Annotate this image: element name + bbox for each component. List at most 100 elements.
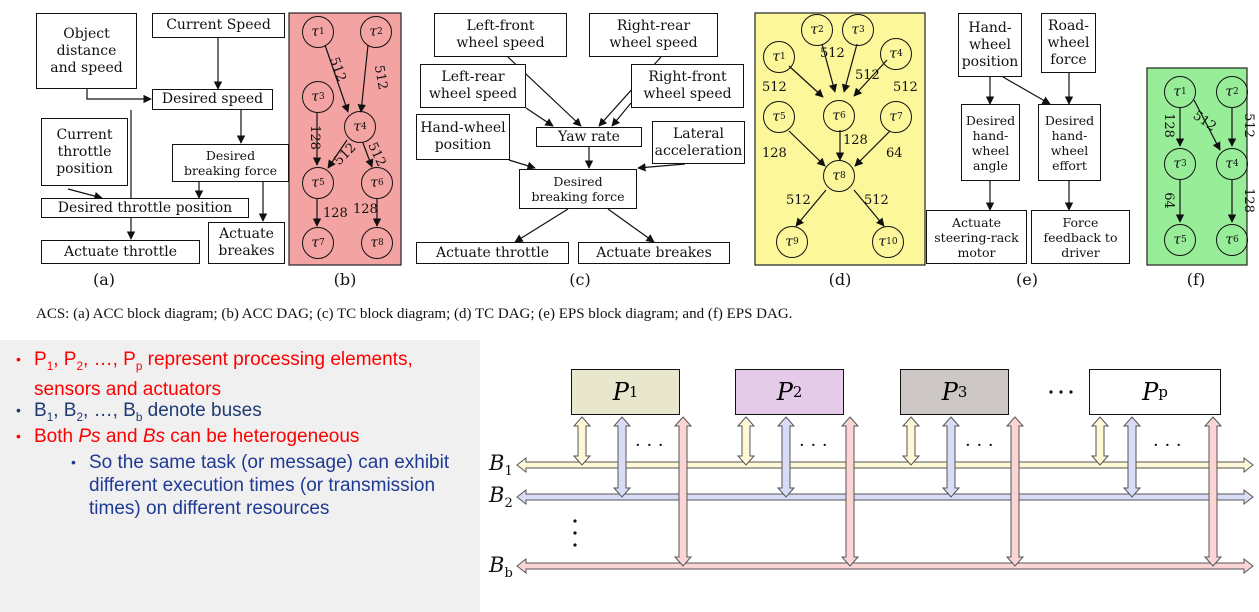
acc-desired-throttle-block: Desired throttle position <box>41 198 249 218</box>
tc-dag-weight: 512 <box>893 80 918 95</box>
tc-dag-weight: 128 <box>762 146 787 161</box>
connector-dots: · · · <box>965 435 994 456</box>
eps-feedback-block: Force feedback to driver <box>1031 210 1130 264</box>
acc-actuate-throttle-block: Actuate throttle <box>41 240 200 264</box>
tc-dag-weight: 512 <box>762 80 787 95</box>
bus-connector-arrow <box>1203 416 1223 567</box>
eps-angle-block: Desired hand- wheel angle <box>961 104 1020 181</box>
panel-label-a: (a) <box>92 270 116 289</box>
tc-dag-weight: 512 <box>820 46 845 61</box>
bus-connector-arrow <box>612 416 632 498</box>
figure-caption: ACS: (a) ACC block diagram; (b) ACC DAG;… <box>36 306 793 322</box>
bus-connector-arrow <box>1122 416 1142 498</box>
acc-dag-weight: 128 <box>323 206 348 221</box>
bullet-heterogeneous: •Both Ps and Bs can be heterogeneous <box>16 426 360 447</box>
eps-handwheel-block: Hand- wheel position <box>958 13 1022 77</box>
eps-dag-weight: 64 <box>1160 192 1176 209</box>
acc-throttle-position-block: Current throttle position <box>41 118 128 186</box>
tc-right-front-block: Right-front wheel speed <box>631 64 744 108</box>
acc-dag-panel <box>288 12 402 266</box>
bullet-het-end: can be heterogeneous <box>165 426 360 447</box>
eps-effort-block: Desired hand- wheel effort <box>1038 104 1101 181</box>
acc-desired-speed-block: Desired speed <box>152 89 273 110</box>
bus-connector-arrow <box>1005 416 1025 567</box>
bus-label-b1: B1 <box>489 451 513 480</box>
acc-object-block: Object distance and speed <box>36 13 137 89</box>
panel-label-d: (d) <box>828 270 852 289</box>
connector-dots: · · · <box>1153 435 1182 456</box>
acc-actuate-brakes-block: Actuate breakes <box>208 222 285 264</box>
eps-road-block: Road- wheel force <box>1041 13 1096 73</box>
bullet-processors-text: represent processing elements, sensors a… <box>34 349 413 400</box>
bus-connector-arrow <box>1090 416 1110 466</box>
tc-dag-edges <box>788 43 891 227</box>
bullet-buses-text: denote buses <box>142 400 262 421</box>
bus-connector-arrow <box>901 416 921 466</box>
tc-left-front-block: Left-front wheel speed <box>434 13 567 57</box>
bus-connector-arrow <box>736 416 756 466</box>
panel-label-c: (c) <box>569 270 591 289</box>
acc-current-speed-block: Current Speed <box>152 13 285 38</box>
acc-dag-weight: 128 <box>353 202 378 217</box>
bus-connector-arrow <box>673 416 693 567</box>
bus-connector-arrow <box>572 416 592 466</box>
acc-desired-brake-block: Desired breaking force <box>172 144 289 182</box>
bullet-het-bs: Bs <box>142 426 166 447</box>
bus-connector-arrow <box>776 416 796 498</box>
panel-label-e: (e) <box>1016 270 1038 289</box>
eps-arrows <box>985 73 1074 211</box>
eps-dag-weight: 128 <box>1160 113 1176 138</box>
tc-yaw-block: Yaw rate <box>536 127 642 147</box>
vertical-connectors <box>572 416 1223 567</box>
bus-vertical-dots <box>573 519 577 547</box>
tc-dag-weight: 512 <box>786 193 811 208</box>
tc-dag-weight: 64 <box>886 146 903 161</box>
eps-dag-edges <box>1175 99 1237 223</box>
bullet-buses: •B1, B2, …, Bb denote buses <box>16 400 262 424</box>
connector-dots: · · · <box>799 435 828 456</box>
bus-label-b2: B2 <box>489 483 513 512</box>
tc-handwheel-block: Hand-wheel position <box>416 114 510 160</box>
tc-dag-weight: 128 <box>843 133 868 148</box>
bullet-het-ps: Ps <box>78 426 101 447</box>
bus-connector-arrow <box>840 416 860 567</box>
panel-label-f: (f) <box>1186 270 1206 289</box>
bullet-sub-text: So the same task (or message) can exhibi… <box>89 452 450 519</box>
bullet-sub-consequence: •So the same task (or message) can exhib… <box>71 452 450 519</box>
acc-dag-edges <box>312 44 382 227</box>
eps-dag-weight: 128 <box>1240 188 1256 213</box>
bus-bars <box>516 456 1254 575</box>
tc-dag-weight: 512 <box>864 193 889 208</box>
tc-left-rear-block: Left-rear wheel speed <box>420 64 526 108</box>
panel-label-b: (b) <box>333 270 357 289</box>
bus-connector-arrow <box>941 416 961 498</box>
tc-actuate-brakes-block: Actuate breakes <box>578 242 730 264</box>
bullet-het-and: and <box>100 426 143 447</box>
tc-dag-weight: 512 <box>855 68 880 83</box>
